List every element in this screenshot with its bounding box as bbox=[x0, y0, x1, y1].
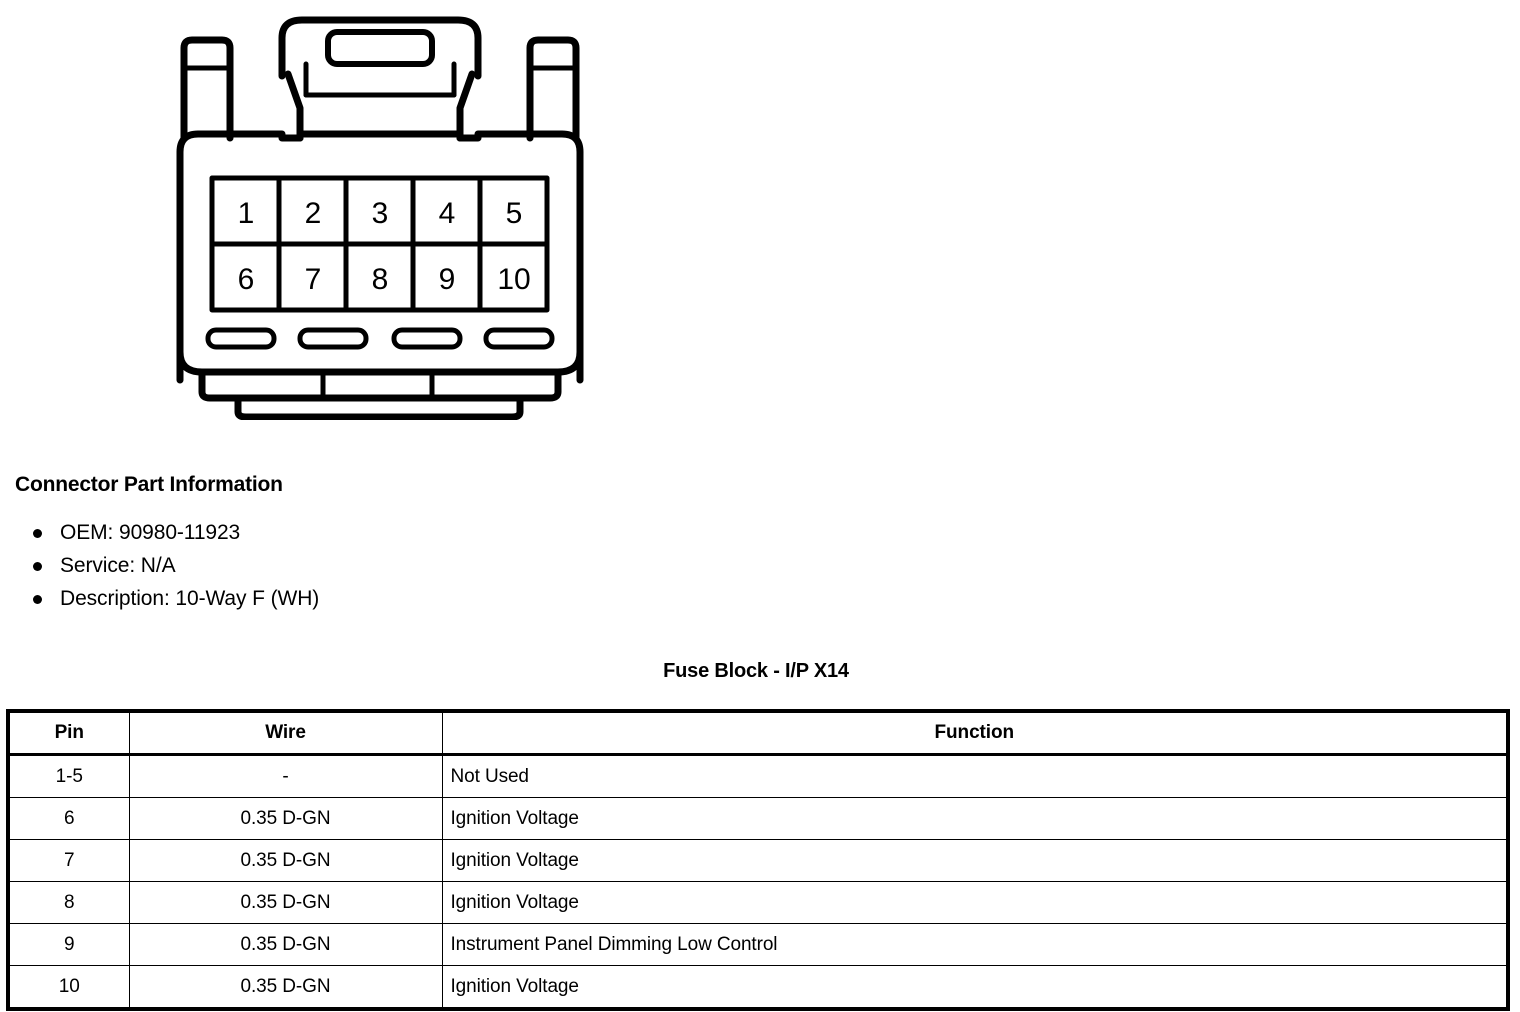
base-plate bbox=[202, 372, 558, 398]
connector-drawing: 1 2 3 4 5 6 7 8 9 10 bbox=[160, 0, 600, 420]
cell-wire: - bbox=[129, 755, 442, 798]
part-info-item-label: Description: 10-Way F (WH) bbox=[60, 587, 319, 610]
cell-function: Instrument Panel Dimming Low Control bbox=[442, 924, 1508, 966]
retention-slot-3 bbox=[394, 330, 460, 347]
side-post-right bbox=[530, 40, 576, 138]
table-row: 10 0.35 D-GN Ignition Voltage bbox=[8, 966, 1508, 1010]
connector-body-bottom bbox=[180, 352, 580, 372]
pin-number-10: 10 bbox=[497, 263, 530, 296]
cell-function: Not Used bbox=[442, 755, 1508, 798]
pin-number-7: 7 bbox=[305, 263, 322, 296]
pin-number-8: 8 bbox=[372, 263, 389, 296]
pin-number-6: 6 bbox=[238, 263, 255, 296]
retention-slot-1 bbox=[208, 330, 274, 347]
cell-pin: 6 bbox=[8, 798, 129, 840]
table-row: 6 0.35 D-GN Ignition Voltage bbox=[8, 798, 1508, 840]
table-row: 8 0.35 D-GN Ignition Voltage bbox=[8, 882, 1508, 924]
part-info-heading: Connector Part Information bbox=[15, 472, 715, 498]
latch-tab bbox=[328, 32, 432, 64]
latch-arm-right bbox=[460, 74, 472, 138]
part-info-item-oem: OEM: 90980-11923 bbox=[15, 516, 715, 549]
part-info-item-service: Service: N/A bbox=[15, 549, 715, 582]
pin-number-9: 9 bbox=[439, 263, 456, 296]
retention-slot-4 bbox=[486, 330, 552, 347]
bullet-icon bbox=[33, 529, 42, 538]
latch-arm-left bbox=[288, 74, 300, 138]
latch-arch-outline bbox=[282, 20, 478, 76]
connector-body-outline bbox=[180, 134, 580, 380]
bullet-icon bbox=[33, 595, 42, 604]
cell-pin: 9 bbox=[8, 924, 129, 966]
cell-wire: 0.35 D-GN bbox=[129, 924, 442, 966]
pin-number-5: 5 bbox=[506, 197, 523, 230]
table-row: 1-5 - Not Used bbox=[8, 755, 1508, 798]
cell-pin: 8 bbox=[8, 882, 129, 924]
part-info-list: OEM: 90980-11923 Service: N/A Descriptio… bbox=[15, 516, 715, 615]
cell-pin: 10 bbox=[8, 966, 129, 1010]
column-header-pin: Pin bbox=[8, 711, 129, 755]
part-info-item-label: Service: N/A bbox=[60, 554, 176, 577]
pin-number-2: 2 bbox=[305, 197, 322, 230]
pin-table-head: Pin Wire Function bbox=[8, 711, 1508, 755]
cell-pin: 7 bbox=[8, 840, 129, 882]
pin-number-4: 4 bbox=[439, 197, 456, 230]
side-post-left bbox=[184, 40, 230, 138]
latch-rail bbox=[306, 64, 454, 95]
part-info-item-label: OEM: 90980-11923 bbox=[60, 521, 240, 544]
retention-slot-2 bbox=[300, 330, 366, 347]
table-row: 9 0.35 D-GN Instrument Panel Dimming Low… bbox=[8, 924, 1508, 966]
column-header-function: Function bbox=[442, 711, 1508, 755]
pin-number-3: 3 bbox=[372, 197, 389, 230]
cell-function: Ignition Voltage bbox=[442, 966, 1508, 1010]
table-row: 7 0.35 D-GN Ignition Voltage bbox=[8, 840, 1508, 882]
cell-function: Ignition Voltage bbox=[442, 882, 1508, 924]
cell-wire: 0.35 D-GN bbox=[129, 966, 442, 1010]
part-info-item-description: Description: 10-Way F (WH) bbox=[15, 582, 715, 615]
pin-table-title: Fuse Block - I/P X14 bbox=[0, 660, 1512, 683]
connector-part-information-section: Connector Part Information OEM: 90980-11… bbox=[15, 472, 715, 615]
cell-wire: 0.35 D-GN bbox=[129, 798, 442, 840]
cell-function: Ignition Voltage bbox=[442, 840, 1508, 882]
pin-table: Pin Wire Function 1-5 - Not Used 6 0.35 … bbox=[6, 709, 1510, 1011]
cell-wire: 0.35 D-GN bbox=[129, 882, 442, 924]
pin-number-1: 1 bbox=[238, 197, 255, 230]
bullet-icon bbox=[33, 562, 42, 571]
pin-table-body: 1-5 - Not Used 6 0.35 D-GN Ignition Volt… bbox=[8, 755, 1508, 1010]
cell-pin: 1-5 bbox=[8, 755, 129, 798]
cell-function: Ignition Voltage bbox=[442, 798, 1508, 840]
pin-table-container: Pin Wire Function 1-5 - Not Used 6 0.35 … bbox=[6, 709, 1506, 1011]
column-header-wire: Wire bbox=[129, 711, 442, 755]
cell-wire: 0.35 D-GN bbox=[129, 840, 442, 882]
connector-illustration: 1 2 3 4 5 6 7 8 9 10 bbox=[160, 0, 600, 420]
table-header-row: Pin Wire Function bbox=[8, 711, 1508, 755]
